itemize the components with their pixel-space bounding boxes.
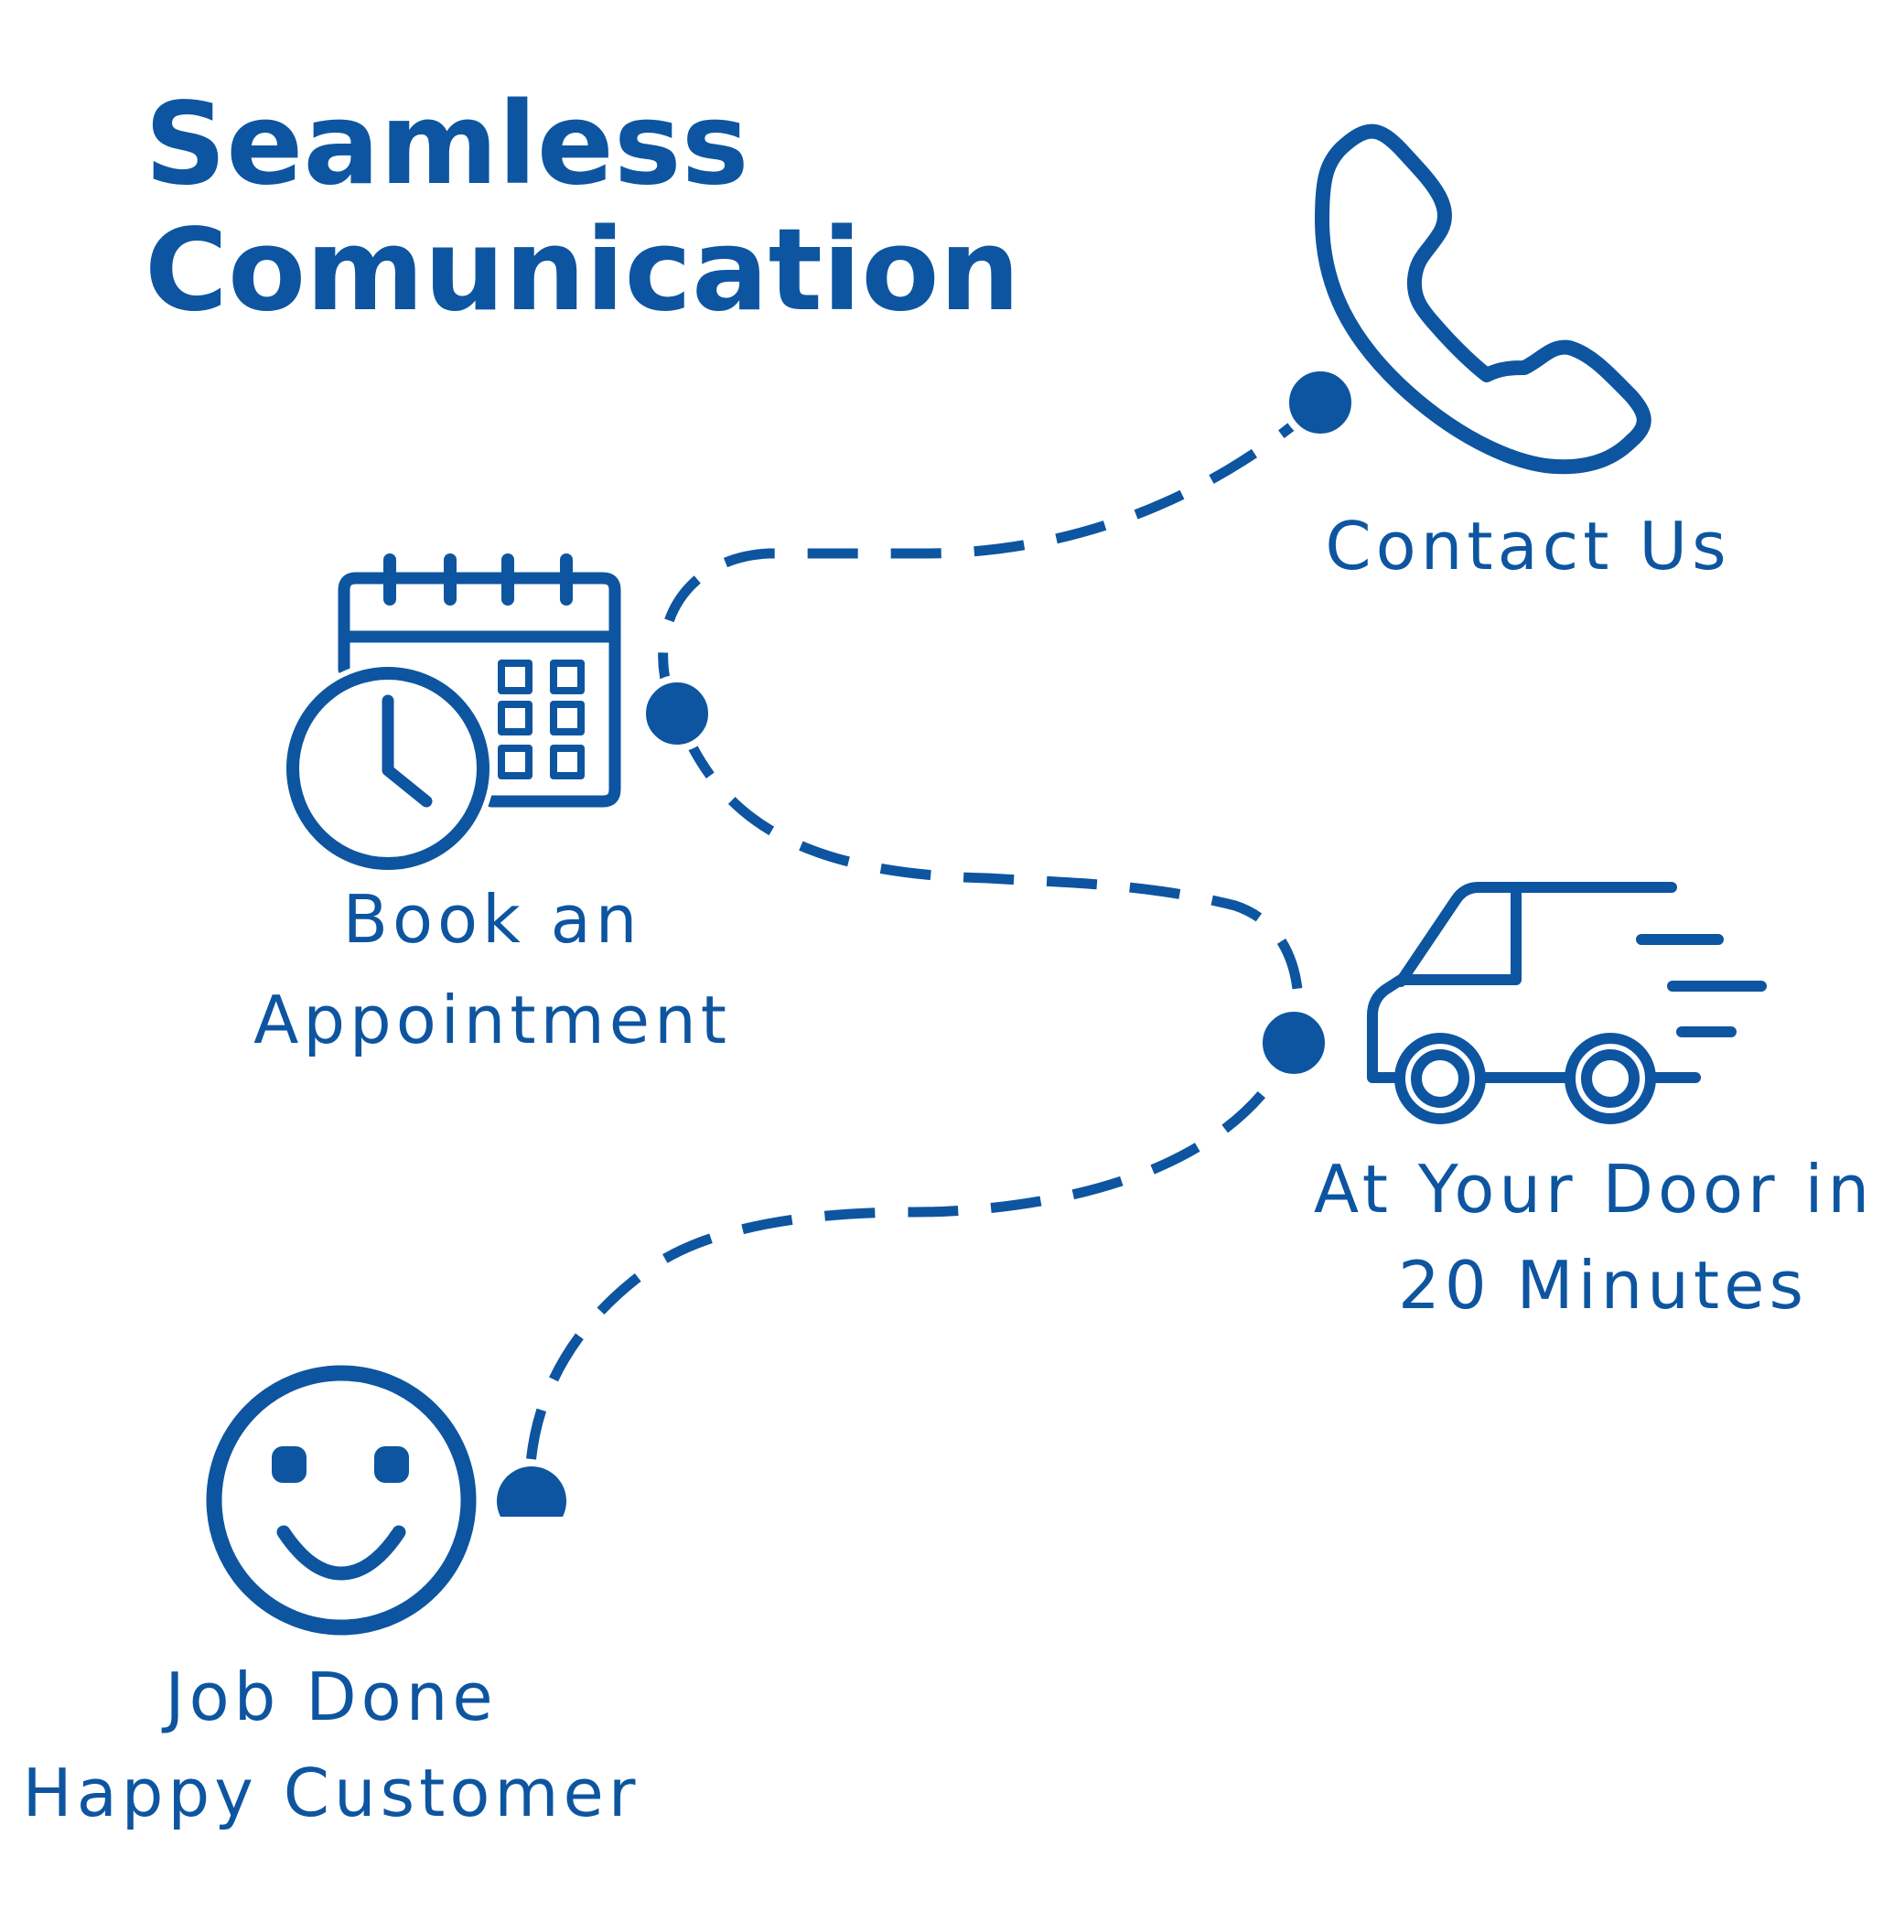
step-label-appointment-line-2: Appointment <box>253 982 731 1058</box>
title-line-1: Seamless <box>145 79 749 210</box>
step-label-appointment-line-1: Book an <box>343 881 642 958</box>
step-label-done-line-2: Happy Customer <box>23 1755 640 1831</box>
smiley-face-icon <box>206 1365 477 1636</box>
path-dot-done <box>497 1466 566 1517</box>
step-label-contact: Contact Us <box>1325 508 1730 585</box>
delivery-truck-icon <box>1367 882 1767 1124</box>
phone-icon <box>1315 123 1651 475</box>
calendar-clock-icon <box>281 553 621 875</box>
path-dot-appointment <box>639 675 715 752</box>
step-label-done-line-1: Job Done <box>161 1658 497 1735</box>
dashed-connector-path <box>525 398 1324 1465</box>
path-dot-arrival <box>1255 1004 1332 1081</box>
step-label-arrival-line-2: 20 Minutes <box>1398 1247 1808 1324</box>
step-label-arrival-line-1: At Your Door in <box>1314 1151 1874 1228</box>
title-line-2: Comunication <box>145 205 1020 337</box>
path-dot-contact <box>1282 364 1359 441</box>
